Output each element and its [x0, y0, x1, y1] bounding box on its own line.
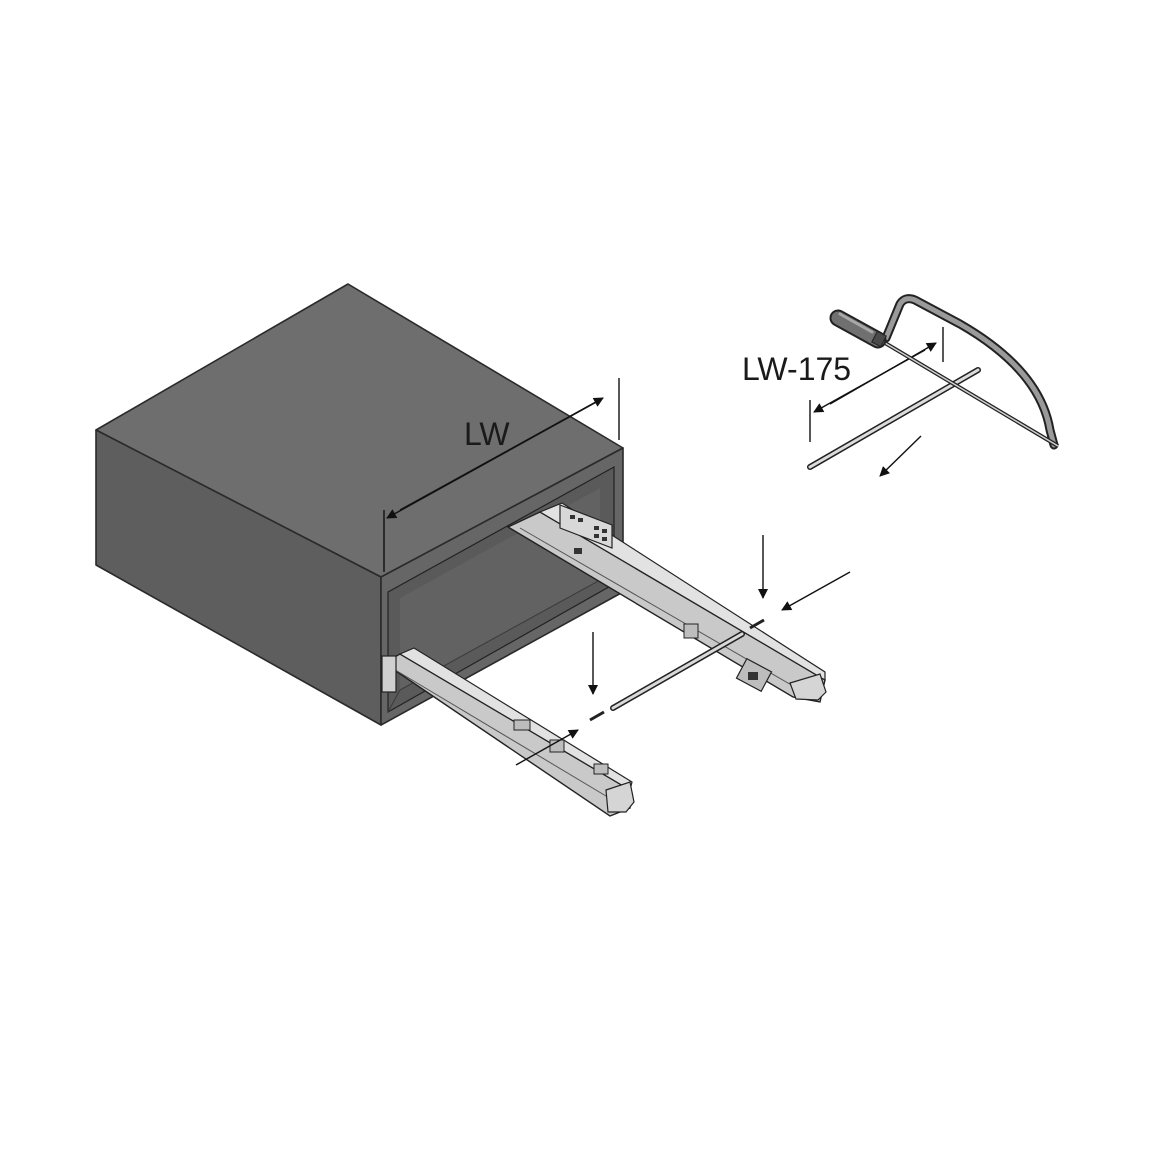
- arrow-insert-right-pin: [781, 571, 851, 611]
- dimension-lw: LW: [383, 378, 620, 572]
- runner-right-locking-device: [683, 623, 773, 693]
- dimension-lw-label: LW: [464, 416, 510, 452]
- dimension-lw175-label: LW-175: [742, 351, 851, 387]
- cut-rod: [807, 367, 981, 470]
- dimension-lw-line-back: [386, 399, 601, 519]
- runner-right-end-clip: [789, 673, 827, 701]
- runner-left-rear-bracket: [381, 655, 397, 693]
- sync-rod-highlight: [611, 632, 744, 710]
- sync-rod-assembly: [589, 618, 765, 722]
- arrow-insert-left-pin: [515, 729, 579, 766]
- runner-left-fittings: [513, 719, 609, 775]
- cabinet: [95, 283, 624, 726]
- hacksaw-icon: [829, 294, 1060, 450]
- arrow-cut-off: [879, 435, 922, 477]
- runner-left-end-clip: [605, 781, 635, 813]
- dimension-lw-175: LW-175: [742, 327, 944, 442]
- runner-left-groove: [391, 667, 617, 803]
- dimension-lw175-line-back: [813, 349, 926, 413]
- runner-right: [506, 502, 827, 703]
- sync-rod-end-pin-right: [749, 618, 765, 630]
- hacksaw-handle: [829, 309, 887, 349]
- runner-right-mount-holes: [570, 515, 607, 554]
- installation-arrows: [515, 535, 851, 766]
- sync-rod-end-pin-left: [589, 710, 605, 722]
- runner-left: [381, 647, 635, 817]
